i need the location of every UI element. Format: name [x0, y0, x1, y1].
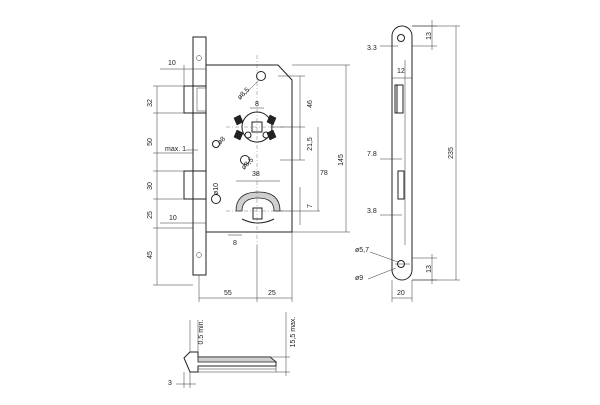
dim-55: 55 [224, 290, 232, 297]
dim-8-bottom: 8 [233, 240, 237, 247]
bottom-plate [197, 356, 278, 363]
bottom-dimensions: 55 25 [198, 232, 293, 302]
dim-78: 78 [320, 170, 328, 177]
dim-145: 145 [338, 154, 345, 166]
right-dimensions: 46 21,5 7 78 145 [270, 64, 350, 233]
latch-bolt-inner [196, 87, 207, 112]
dim-15-5: 15,5 max. [290, 317, 297, 348]
dim-7-8: 7.8 [367, 151, 377, 158]
mount-hole [196, 252, 202, 258]
dim-20: 20 [397, 290, 405, 297]
follower-lug [233, 129, 244, 141]
dim-d5-7: ø5,7 [355, 247, 369, 254]
side-dimensions: 3.3 13 12 7.8 3.8 235 ø5,7 ø9 13 [355, 20, 460, 302]
dim-30: 30 [147, 182, 154, 190]
dim-45: 45 [147, 251, 154, 259]
side-plate [391, 25, 413, 281]
cylinder-arc [241, 218, 275, 224]
dim-32: 32 [147, 99, 154, 107]
dim-d8: ø8 [216, 136, 227, 147]
dim-25-bottom: 25 [268, 290, 276, 297]
dim-d10: ø10 [213, 183, 220, 195]
side-view: 3.3 13 12 7.8 3.8 235 ø5,7 ø9 13 [355, 20, 460, 302]
side-bolt-slot [397, 170, 405, 200]
left-dimensions: 32 50 30 25 45 10 max. 1 10 [147, 60, 206, 286]
hole-d10 [211, 194, 221, 204]
side-latch-slot [394, 84, 404, 114]
mount-hole [196, 55, 202, 61]
follower-lug [266, 129, 277, 141]
dim-d8-5b: ø8,5 [240, 156, 255, 171]
dim-d8-5: ø8,5 [236, 86, 251, 101]
dim-10-bottom: 10 [169, 215, 177, 222]
dim-21-5: 21,5 [307, 137, 314, 151]
side-hole-top [397, 34, 405, 42]
dim-0-5: 0.5 min. [198, 319, 205, 344]
dim-8-top: 8 [255, 101, 259, 108]
follower-lug [266, 114, 277, 126]
lock-body [205, 64, 293, 233]
screw-hole-top [256, 71, 266, 81]
dim-38: 38 [252, 171, 260, 178]
dim-12: 12 [397, 68, 405, 75]
dim-50: 50 [147, 138, 154, 146]
follower-hole [262, 131, 270, 139]
dead-bolt [183, 170, 207, 200]
dim-13-bottom: 13 [426, 265, 433, 273]
screw-hole-mid [240, 155, 250, 165]
dim-25: 25 [147, 211, 154, 219]
follower-hole [244, 131, 252, 139]
dim-3: 3 [168, 380, 172, 387]
dim-7: 7 [307, 204, 314, 208]
faceplate [192, 36, 207, 276]
dim-3-8: 3.8 [367, 208, 377, 215]
dim-max1: max. 1 [165, 146, 186, 153]
latch-bolt [183, 85, 207, 114]
front-view: 32 50 30 25 45 10 max. 1 10 ø8,5 8 ø8 ø8… [147, 36, 350, 302]
follower-lug [233, 114, 244, 126]
dim-3-3: 3.3 [367, 45, 377, 52]
dim-46: 46 [307, 100, 314, 108]
dim-10-top: 10 [168, 60, 176, 67]
dim-13-top: 13 [426, 32, 433, 40]
dim-235: 235 [448, 147, 455, 159]
cylinder-cam-slot [252, 207, 263, 220]
dim-d9: ø9 [355, 275, 363, 282]
hole-d8 [212, 140, 220, 148]
bottom-view: 0.5 min. 15,5 max. 3 [168, 312, 297, 388]
